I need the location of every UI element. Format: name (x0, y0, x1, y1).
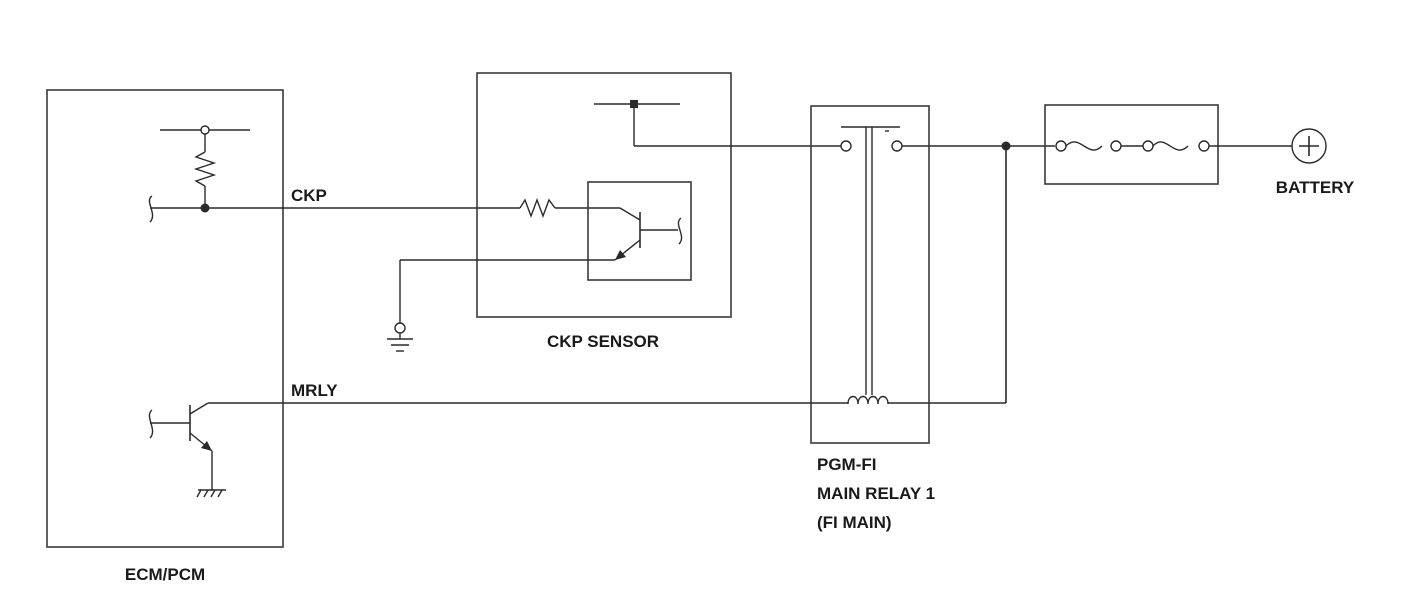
ecm-pcm-module: ECM/PCM (46, 89, 284, 584)
main-relay-label-line1: PGM-FI (817, 455, 877, 474)
main-relay-label-line3: (FI MAIN) (817, 513, 892, 532)
mrly-wire: MRLY (208, 146, 1007, 404)
ckp-power-feed (594, 100, 842, 147)
ckp-sensor-transistor (614, 207, 683, 261)
ecm-pcm-label: ECM/PCM (125, 565, 205, 584)
battery-plus-icon (1291, 128, 1327, 164)
main-relay-box (810, 105, 930, 444)
fuse-box (1044, 104, 1219, 185)
main-relay-label-line2: MAIN RELAY 1 (817, 484, 935, 503)
ckp-sensor-inner-box (587, 181, 692, 281)
ecm-pullup-resistor (148, 125, 250, 223)
main-relay-coil (847, 395, 889, 405)
ckp-sensor-box (476, 72, 732, 318)
ckp-wire: CKP (205, 186, 520, 209)
main-relay-switch (840, 126, 903, 395)
ckp-sensor-label: CKP SENSOR (547, 332, 659, 351)
main-relay: PGM-FI MAIN RELAY 1 (FI MAIN) (810, 105, 935, 532)
ckp-wire-label: CKP (291, 186, 327, 205)
battery: BATTERY (1276, 128, 1355, 197)
mrly-wire-label: MRLY (291, 381, 338, 400)
fuse-block (1044, 104, 1292, 185)
ckp-sensor-resistor (519, 198, 556, 218)
ecm-mrly-transistor (148, 402, 226, 498)
ecm-pcm-box (46, 89, 284, 548)
battery-feed-wire (902, 141, 1055, 151)
ckp-sensor: CKP SENSOR (387, 72, 842, 352)
battery-label: BATTERY (1276, 178, 1355, 197)
ckp-ground (387, 259, 615, 352)
